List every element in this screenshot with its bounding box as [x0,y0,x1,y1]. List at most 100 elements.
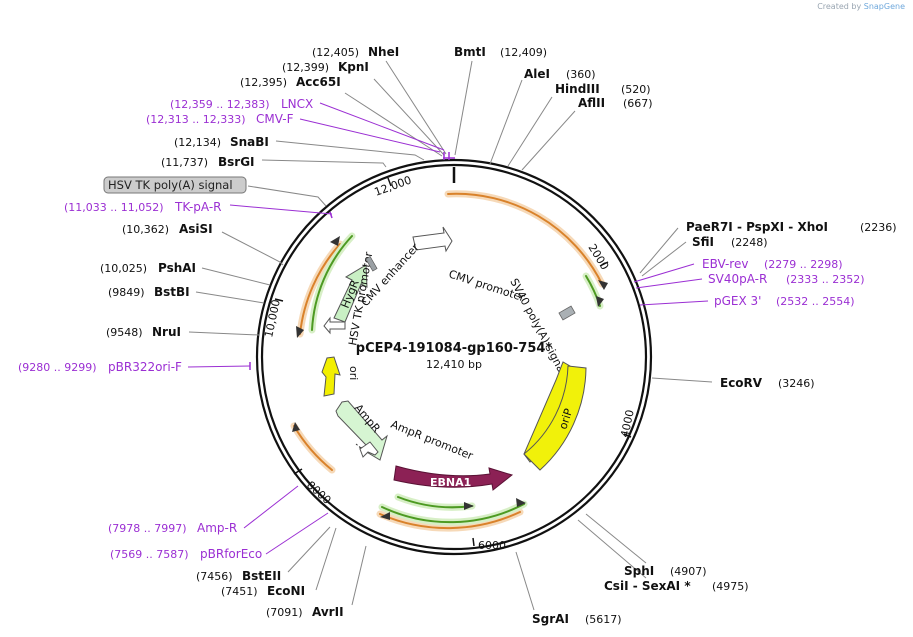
site-name-aflii: AflII [578,96,605,110]
primer-tick-5 [329,211,333,219]
feature-ebna1: EBNA1 [393,465,514,491]
leader-pbr322orif [187,365,251,368]
leader-bsrgi [261,159,387,168]
feature-cmv-polya-small [365,256,378,272]
arrowhead-6 [380,512,390,520]
leader-hsvtk [247,185,327,207]
ebna1-arrow [393,465,514,491]
arrowhead-5 [292,422,300,432]
primer-labels: (12,359 .. 12,383) LNCX (12,313 .. 12,33… [18,97,865,561]
site-pos-paer7i: (2236) [860,221,897,234]
oriP-label: oriP [556,407,575,431]
site-name-kpni: KpnI [338,60,369,74]
leader-bmti [454,60,473,156]
primer-pos-pbrforeco: (7569 .. 7587) [110,548,189,561]
leader-bsteii [287,526,331,573]
snapgene-credit: Created by SnapGene [817,2,905,11]
leader-nrui [188,331,260,336]
site-pos-csii: (4975) [712,580,749,593]
ruler-label-12000: 12,000 [373,173,414,198]
hsv-tk-promoter-arrow [323,316,346,335]
backbone-outer [255,158,653,556]
ori-arrow [321,356,341,397]
orf-arc-green-bottom-2-line [381,503,525,524]
primer-name-cmvf: CMV-F [256,112,294,126]
oriP-body [523,365,587,471]
site-name-paer7i: PaeR7I - PspXI - XhoI [686,220,828,234]
arrowhead-4 [296,326,304,338]
leader-avrii [351,545,367,606]
site-name-bmti: BmtI [454,45,486,59]
site-labels: (12,405) NheI BmtI (12,409) (12,399) Kpn… [100,45,897,626]
leader-tkpar [229,204,333,215]
leader-sfii [641,241,687,277]
feature-sv40-polya: SV40 poly(A) signal [507,276,576,377]
leader-alei [489,79,523,165]
site-pos-asisi: (10,362) [122,223,169,236]
site-name-acc65i: Acc65I [296,75,341,89]
credit-prefix: Created by [817,2,862,11]
primer-leader-lines [187,102,709,555]
orf-arc-green-left-line [311,235,353,331]
leader-cmvf [299,118,441,153]
leader-kpni [373,78,445,156]
leader-ecorv [651,377,713,383]
snapgene-brand: SnapGene [863,2,905,11]
hygr-arrow [333,264,368,323]
ruler-label-4000: 4000 [618,409,637,439]
site-pos-econi: (7451) [221,585,258,598]
primer-name-sv40par: SV40pA-R [708,272,767,286]
site-pos-bsrgi: (11,737) [161,156,208,169]
site-pos-avrii: (7091) [266,606,303,619]
orf-arrowheads [292,236,608,520]
small-grey-box [365,256,378,272]
orf-arcs-orange [290,190,606,532]
primer-name-tkpar: TK-pA-R [174,200,222,214]
primer-name-ebvrev: EBV-rev [702,257,748,271]
site-name-ecorv: EcoRV [720,376,763,390]
site-pos-bmti: (12,409) [500,46,547,59]
site-name-sfii: SfiI [692,235,714,249]
site-pos-snabi: (12,134) [174,136,221,149]
leader-sphi [585,513,647,564]
site-pos-nhei: (12,405) [312,46,359,59]
ruler-label-10000: 10,000 [262,298,283,338]
primer-name-pbrforeco: pBRforEco [200,547,262,561]
backbone-inner [260,163,648,551]
leader-hindiii [507,96,553,167]
plasmid-name: pCEP4-191084-gp160-754* [356,341,553,356]
hsv-tk-polya-box [103,176,247,194]
arrowhead-3 [330,236,340,246]
leader-paer7i [639,227,679,274]
site-pos-acc65i: (12,395) [240,76,287,89]
leader-sgrai [515,551,535,611]
arrowhead-7 [464,502,474,510]
site-pos-sphi: (4907) [670,565,707,578]
ebna1-label: EBNA1 [430,476,471,489]
site-pos-kpni: (12,399) [282,61,329,74]
site-name-bsteii: BstEII [242,569,281,583]
hsv-tk-polya-tag: HSV TK poly(A) signal [103,176,247,194]
site-name-asisi: AsiSI [179,222,213,236]
site-name-bsrgi: BsrGI [218,155,255,169]
orf-arc-green-right-line [585,275,601,307]
primer-pos-pgex: (2532 .. 2554) [776,295,855,308]
primer-pos-tkpar: (11,033 .. 11,052) [64,201,164,214]
primer-pos-cmvf: (12,313 .. 12,333) [146,113,246,126]
site-name-avrii: AvrII [312,605,344,619]
cmv-enhancer-arrow [412,226,453,253]
ampr-arrow [335,400,388,461]
orf-arc-left-lower [290,422,336,474]
leader-ampr [243,485,299,529]
site-name-nhei: NheI [368,45,399,59]
site-pos-sfii: (2248) [731,236,768,249]
leader-sv40par [635,278,703,289]
site-name-hindiii: HindIII [555,82,600,96]
site-pos-ecorv: (3246) [778,377,815,390]
arrowhead-8 [516,498,526,507]
leader-pshai [201,267,271,286]
ampr-promoter-arrow [359,441,379,458]
site-name-nrui: NruI [152,325,181,339]
leader-acc65i [344,92,443,157]
